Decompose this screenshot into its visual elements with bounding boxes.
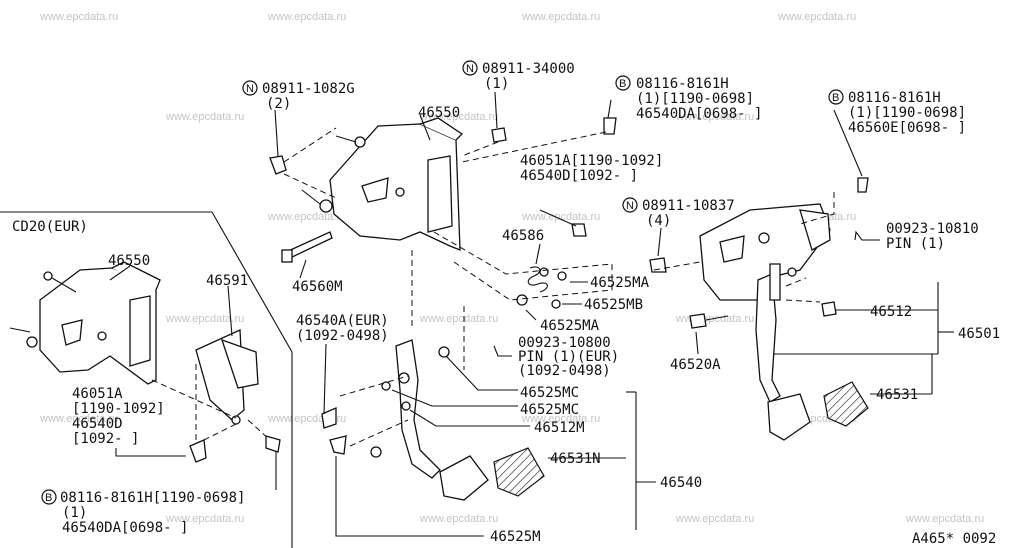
part-labels: 08911-1082G (2) 08911-34000 (1) 08116-81… — [60, 61, 1000, 547]
pedal-46540 — [321, 339, 545, 501]
watermark-text: www.epcdata.ru — [521, 11, 600, 23]
svg-text:N: N — [246, 83, 254, 95]
watermark-text: www.epcdata.ru — [165, 313, 244, 325]
label-08911-34000: 08911-34000 — [482, 61, 575, 77]
watermark-text: www.epcdata.ru — [267, 211, 346, 223]
label-08911-10837: 08911-10837 — [642, 198, 735, 214]
right-fasteners — [649, 177, 869, 329]
leader-lines — [109, 91, 954, 537]
watermark-text: www.epcdata.ru — [267, 11, 346, 23]
watermark-text: www.epcdata.ru — [675, 513, 754, 525]
inset-switch — [189, 329, 281, 463]
watermark-text: www.epcdata.ru — [521, 413, 600, 425]
b-symbol-icon: B — [828, 89, 844, 105]
label-qty: (4) — [646, 213, 671, 229]
n-symbol-icon: N — [462, 60, 478, 76]
label-46525mc: 46525MC — [520, 402, 579, 418]
label-range: (1)[1190-0698] — [636, 91, 754, 107]
label-pin: PIN (1) — [886, 236, 945, 252]
b-symbol-icon: B — [41, 489, 57, 505]
svg-text:B: B — [45, 492, 52, 504]
label-46531: 46531 — [876, 387, 918, 403]
watermark-text: www.epcdata.ru — [521, 211, 600, 223]
label-range: (1092-0498) — [296, 328, 389, 344]
svg-text:B: B — [619, 78, 626, 90]
label-range: (1)[1190-0698] — [848, 105, 966, 121]
watermark-text: www.epcdata.ru — [419, 313, 498, 325]
label-46525ma: 46525MA — [540, 318, 600, 334]
label-46586: 46586 — [502, 228, 544, 244]
inset-label-46540d: 46540D — [72, 416, 123, 432]
label-08116-8161h: 08116-8161H — [636, 76, 729, 92]
watermark-text: www.epcdata.ru — [165, 513, 244, 525]
label-46531n: 46531N — [550, 451, 601, 467]
label-46525ma: 46525MA — [590, 275, 650, 291]
watermark-text: www.epcdata.ru — [39, 11, 118, 23]
label-46560m: 46560M — [292, 279, 343, 295]
bolt-46560m — [281, 231, 333, 263]
label-qty: (2) — [266, 96, 291, 112]
svg-text:N: N — [626, 200, 634, 212]
watermark-text: www.epcdata.ru — [905, 513, 984, 525]
label-46051a: 46051A[1190-1092] — [520, 153, 663, 169]
inset-label-qty: (1) — [62, 505, 87, 521]
label-qty: (1) — [484, 76, 509, 92]
inset-label-46591: 46591 — [206, 273, 248, 289]
svg-text:B: B — [832, 92, 839, 104]
assembly-dash-lines — [151, 127, 835, 447]
inset-bracket — [9, 261, 161, 385]
inset-label-46550: 46550 — [108, 253, 150, 269]
watermark-text: www.epcdata.ru — [165, 111, 244, 123]
n-symbol-icon: N — [242, 80, 258, 96]
pedal-bracket-46501 — [699, 203, 831, 301]
label-46501: 46501 — [958, 326, 1000, 342]
svg-text:N: N — [466, 63, 474, 75]
label-46525mb: 46525MB — [584, 297, 643, 313]
nuts-and-bolts — [269, 117, 617, 237]
label-pin-eur: PIN (1)(EUR) — [518, 349, 619, 365]
label-00923-10810: 00923-10810 — [886, 221, 979, 237]
label-46525mc: 46525MC — [520, 385, 579, 401]
watermark-text: www.epcdata.ru — [39, 413, 118, 425]
n-symbol-icon: N — [622, 197, 638, 213]
watermark-text: www.epcdata.ru — [777, 11, 856, 23]
watermark-text: www.epcdata.ru — [675, 111, 754, 123]
label-46550: 46550 — [418, 105, 460, 121]
label-08116-8161h: 08116-8161H — [848, 90, 941, 106]
inset-label-46540da: 46540DA[0698- ] — [62, 520, 188, 536]
label-46540da: 46540DA[0698- ] — [636, 106, 762, 122]
label-46520a: 46520A — [670, 357, 721, 373]
watermark-text: www.epcdata.ru — [675, 313, 754, 325]
spring-46586 — [516, 266, 567, 309]
inset-label-46051a: 46051A — [72, 386, 123, 402]
inset-label-range: [1092- ] — [72, 431, 139, 447]
label-08911-1082g: 08911-1082G — [262, 81, 355, 97]
inset-label-range: [1190-1092] — [72, 401, 165, 417]
label-46512: 46512 — [870, 304, 912, 320]
label-46525m: 46525M — [490, 529, 541, 545]
label-46540d: 46540D[1092- ] — [520, 168, 638, 184]
inset-label-08116-8161h: 08116-8161H[1190-0698] — [60, 490, 245, 506]
watermarks: www.epcdata.ru www.epcdata.ru www.epcdat… — [39, 11, 984, 525]
watermark-text: www.epcdata.ru — [419, 513, 498, 525]
inset-border — [0, 211, 293, 548]
label-46560e: 46560E[0698- ] — [848, 120, 966, 136]
inset-title: CD20(EUR) — [12, 219, 88, 235]
label-46512m: 46512M — [534, 420, 585, 436]
b-symbol-icon: B — [615, 75, 631, 91]
label-range: (1092-0498) — [518, 363, 611, 379]
diagram-code: A465* 0092 — [912, 531, 996, 547]
label-46540a-eur: 46540A(EUR) — [296, 313, 389, 329]
pedal-46501 — [755, 263, 869, 441]
pedal-bracket-46550 — [301, 117, 464, 251]
label-00923-10800: 00923-10800 — [518, 335, 611, 351]
label-46540: 46540 — [660, 475, 702, 491]
